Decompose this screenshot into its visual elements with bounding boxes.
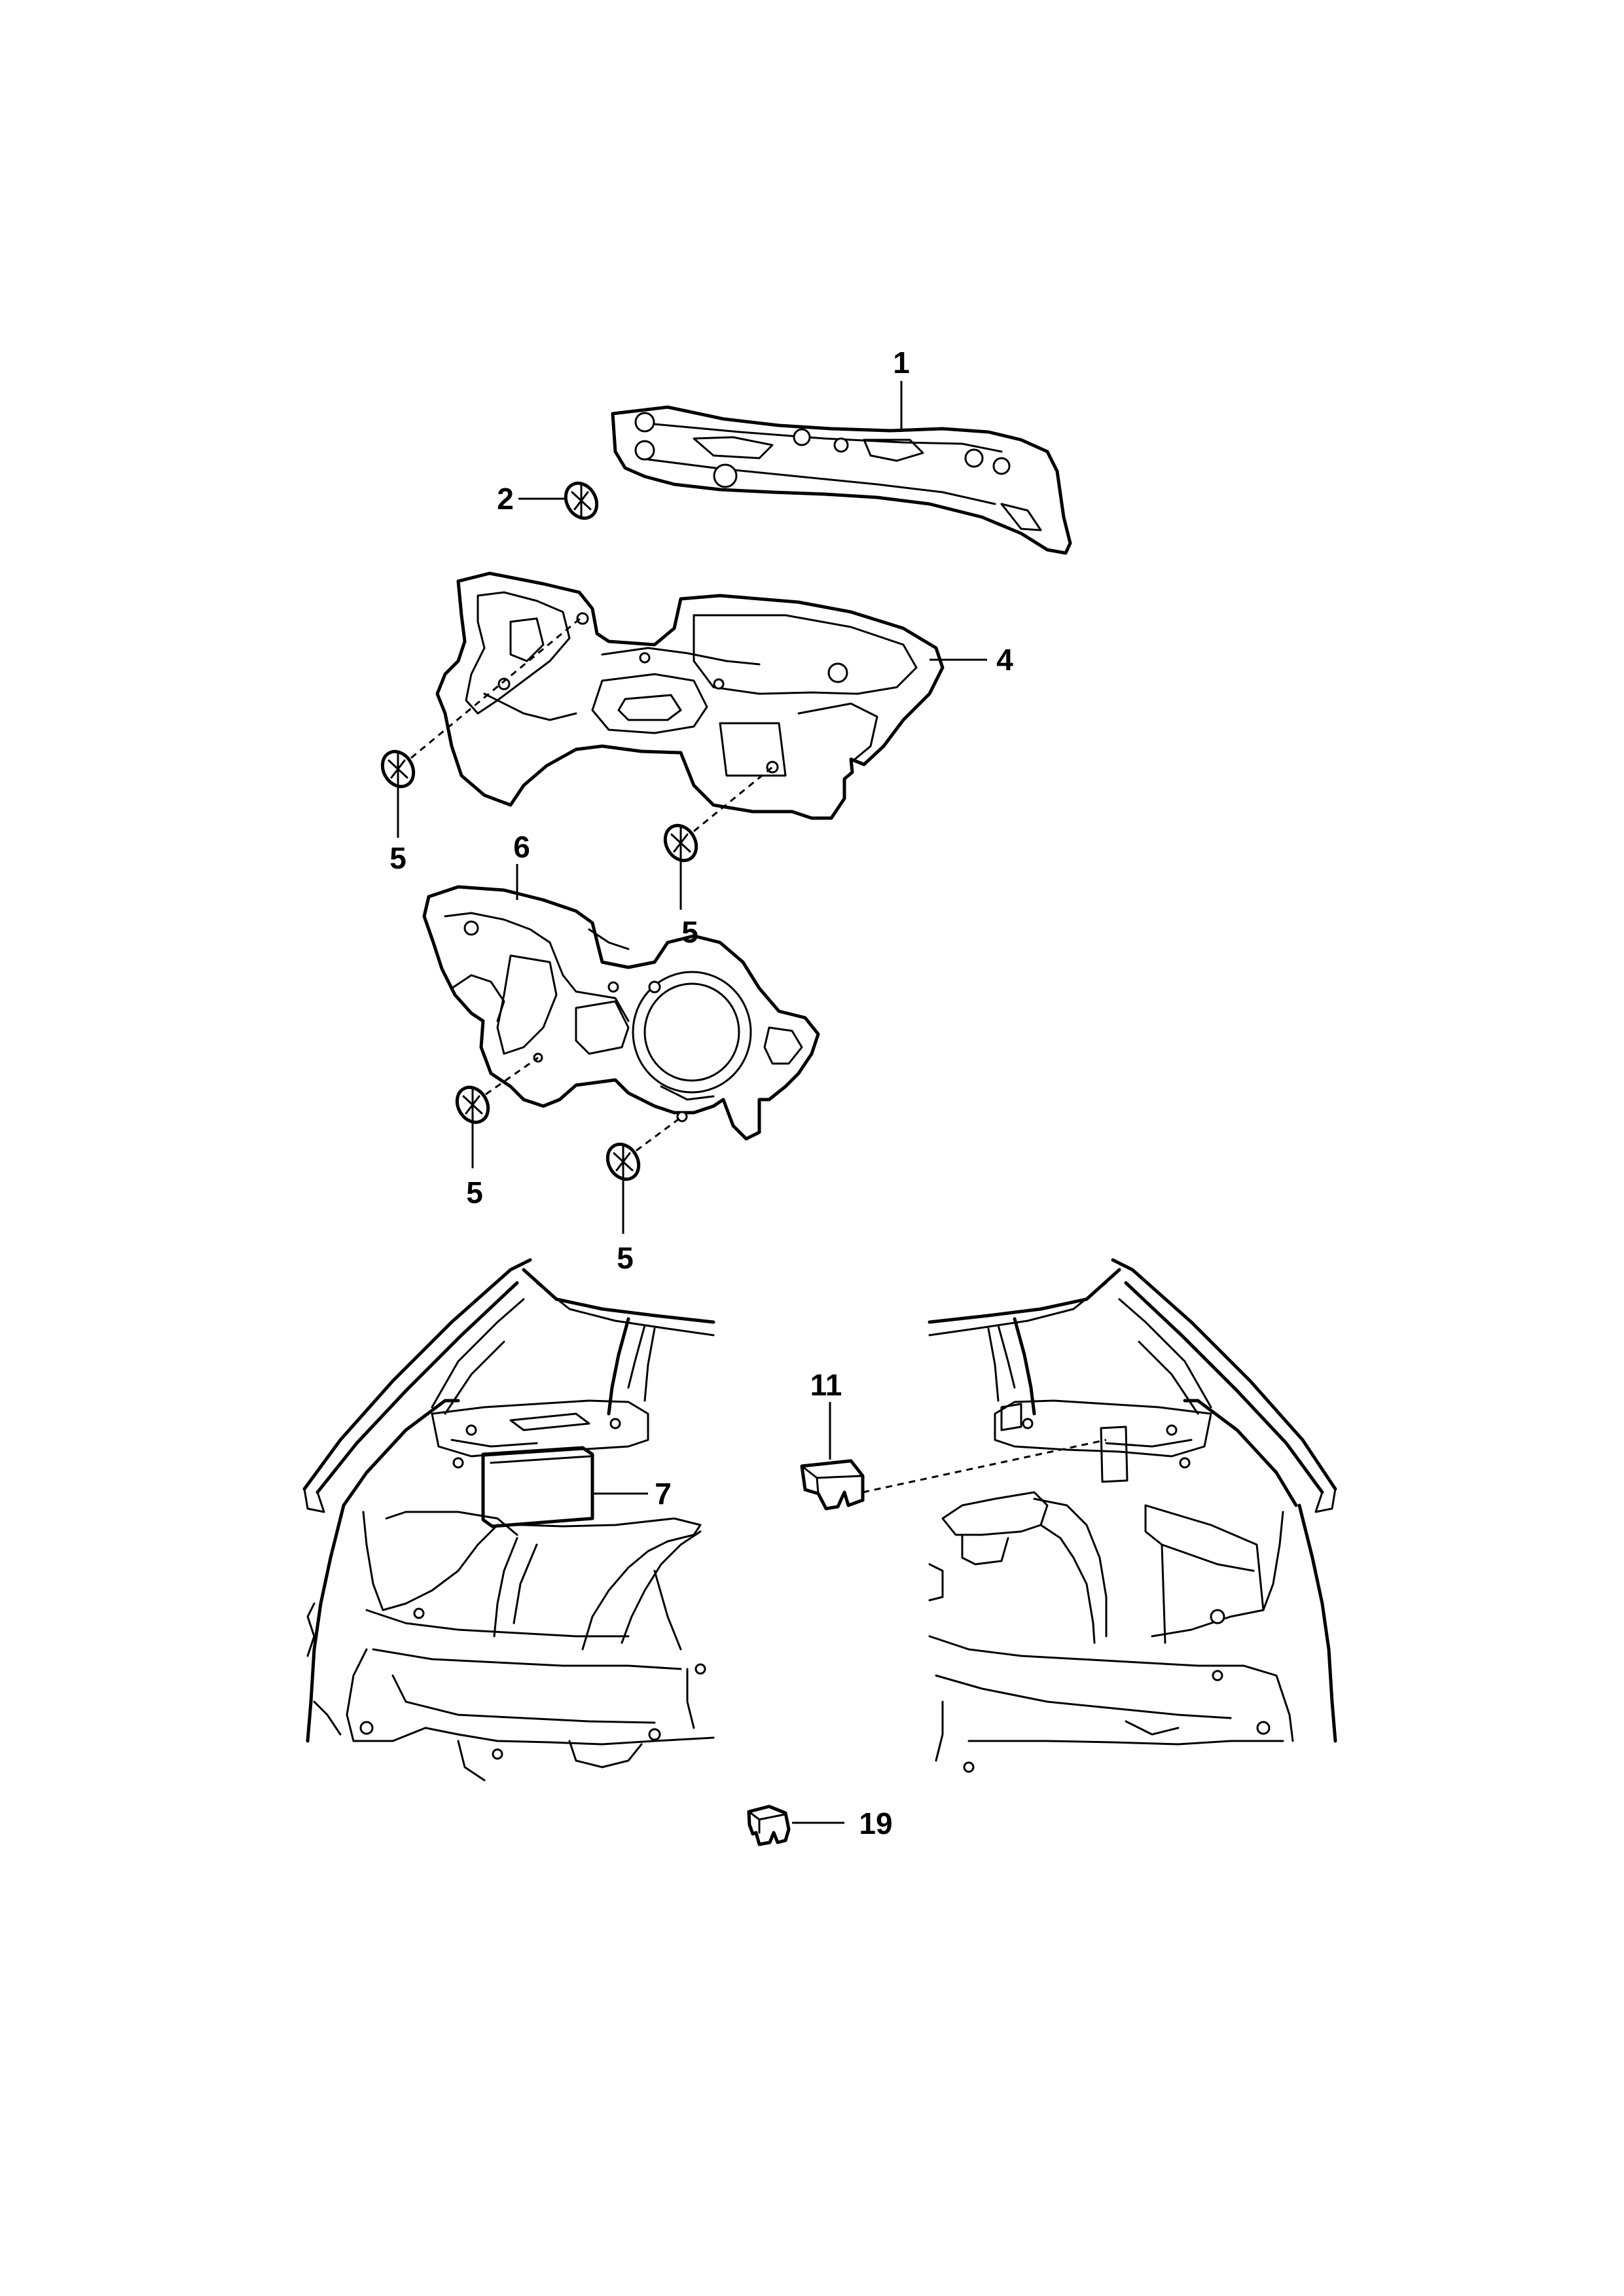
part-5-clip-c <box>455 1056 539 1168</box>
right-rear-compartment-view <box>928 1258 1337 1773</box>
callout-5-a: 5 <box>389 841 406 875</box>
callout-7: 7 <box>655 1477 672 1511</box>
callout-5-b: 5 <box>681 915 698 949</box>
callout-5-d: 5 <box>617 1241 634 1275</box>
part-11-clip-block <box>800 1402 1107 1511</box>
part-4-dash-insulation <box>435 571 987 820</box>
left-rear-compartment-view <box>302 1258 715 1782</box>
callout-4: 4 <box>996 643 1013 677</box>
part-5-clip-b <box>663 766 773 910</box>
callout-5-c: 5 <box>466 1175 483 1210</box>
part-5-clip-d <box>605 1115 683 1234</box>
part-19-clip <box>747 1804 844 1846</box>
callout-11: 11 <box>810 1368 842 1402</box>
callout-19: 19 <box>859 1806 892 1840</box>
callout-1: 1 <box>893 346 910 380</box>
part-1-insulation-strip <box>611 405 1072 555</box>
part-6-lower-dash-insulation <box>422 864 820 1141</box>
part-2-clip <box>518 481 599 520</box>
callout-2: 2 <box>497 482 514 516</box>
part-5-clip-a <box>380 615 583 838</box>
callout-6: 6 <box>513 830 530 864</box>
